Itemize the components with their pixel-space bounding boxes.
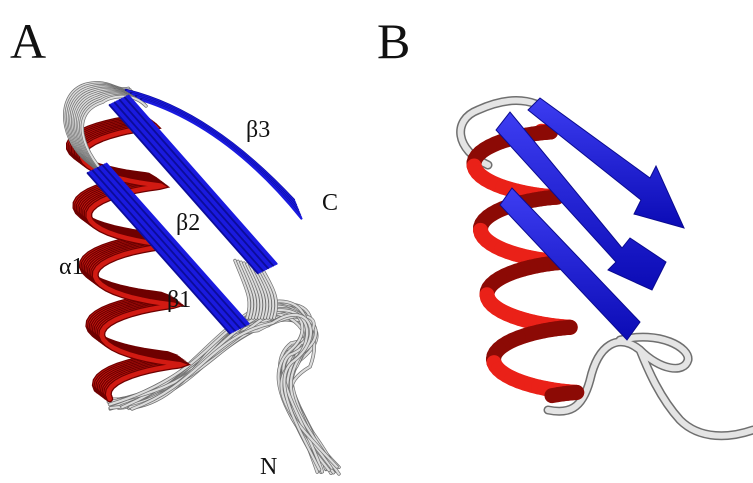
- coil-ensemble-model: [108, 306, 328, 470]
- label-beta1: β1: [167, 287, 191, 313]
- panel-b: B: [377, 13, 753, 436]
- panel-a-letter: A: [10, 13, 46, 69]
- panel-a: A β3 β2 β1 α1 C N: [10, 13, 339, 480]
- coil-ensemble-model-outline: [108, 306, 328, 470]
- label-beta2: β2: [176, 210, 200, 236]
- label-n-terminus: N: [260, 454, 277, 480]
- helix-ribbon-segment: [552, 395, 558, 396]
- label-c-terminus: C: [322, 190, 338, 216]
- label-alpha1: α1: [59, 254, 84, 280]
- panel-b-letter: B: [377, 13, 410, 69]
- label-beta3: β3: [246, 117, 270, 143]
